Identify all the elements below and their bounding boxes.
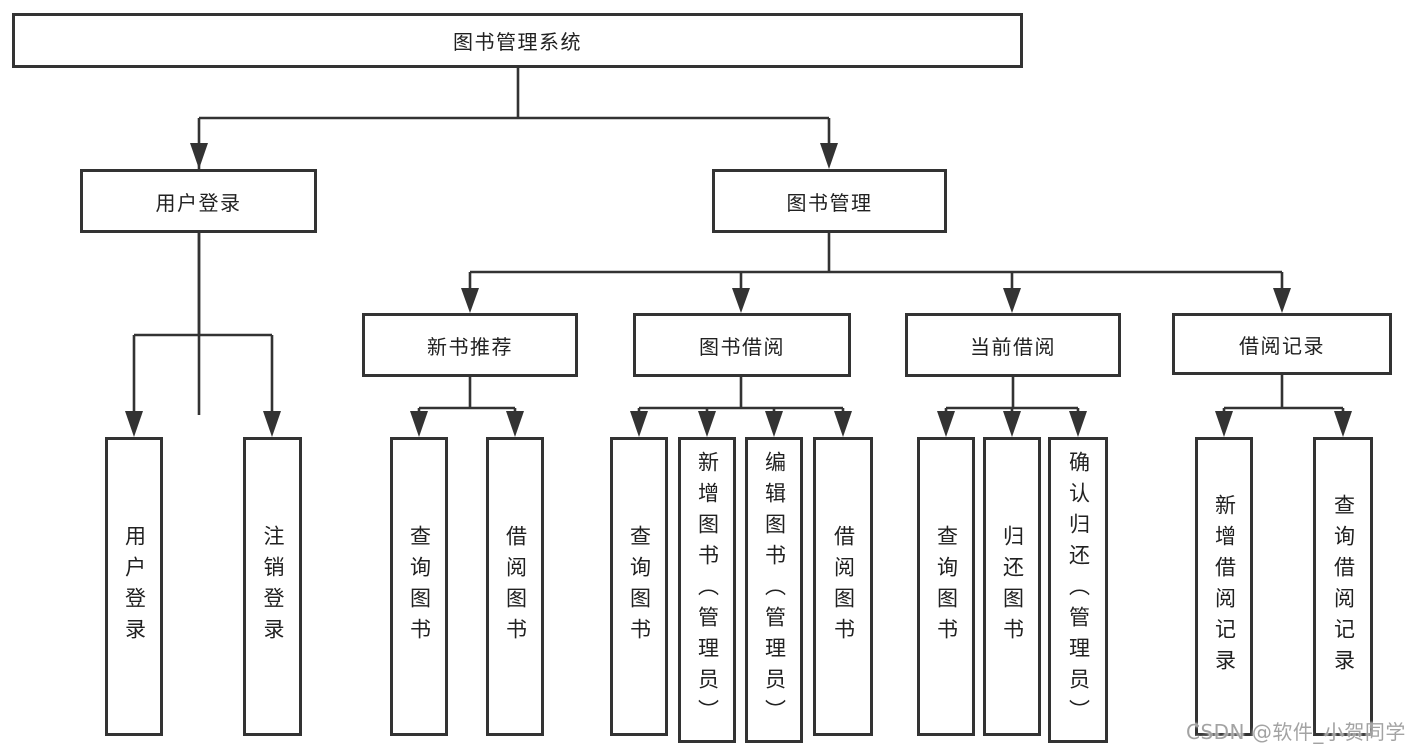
leaf-logout-label: 注销登录	[261, 524, 285, 649]
node-book-mgmt-label: 图书管理	[786, 190, 873, 215]
node-current-borrow-label: 当前借阅	[970, 334, 1056, 359]
leaf-borrow-book: 借阅图书	[813, 437, 873, 736]
leaf-current-confirm-admin-label: 确认归还（管理员）	[1066, 450, 1091, 730]
leaf-newbooks-borrow-label: 借阅图书	[503, 524, 528, 649]
leaf-current-query: 查询图书	[917, 437, 975, 736]
node-book-borrow-label: 图书借阅	[699, 334, 785, 359]
leaf-current-return-label: 归还图书	[1000, 524, 1025, 649]
node-borrow-records: 借阅记录	[1172, 313, 1392, 375]
node-new-books: 新书推荐	[362, 313, 578, 377]
node-new-books-label: 新书推荐	[427, 334, 513, 359]
leaf-borrow-query: 查询图书	[610, 437, 668, 736]
leaf-borrow-edit-admin: 编辑图书（管理员）	[745, 437, 803, 743]
node-root-label: 图书管理系统	[453, 30, 582, 54]
leaf-newbooks-query-label: 查询图书	[407, 524, 432, 649]
leaf-borrow-add-admin-label: 新增图书（管理员）	[695, 450, 720, 730]
watermark: CSDN @软件_小贺同学	[1186, 720, 1405, 744]
node-book-mgmt: 图书管理	[712, 169, 947, 233]
leaf-newbooks-query: 查询图书	[390, 437, 448, 736]
leaf-records-query-label: 查询借阅记录	[1331, 493, 1356, 680]
leaf-borrow-add-admin: 新增图书（管理员）	[678, 437, 736, 743]
node-book-borrow: 图书借阅	[633, 313, 851, 377]
leaf-current-return: 归还图书	[983, 437, 1041, 736]
leaf-user-login: 用户登录	[105, 437, 163, 736]
leaf-records-add: 新增借阅记录	[1195, 437, 1253, 736]
leaf-user-login-label: 用户登录	[122, 524, 147, 649]
node-user-login: 用户登录	[80, 169, 317, 233]
leaf-borrow-query-label: 查询图书	[627, 524, 652, 649]
leaf-logout: 注销登录	[243, 437, 302, 736]
leaf-borrow-edit-admin-label: 编辑图书（管理员）	[762, 450, 787, 730]
leaf-current-confirm-admin: 确认归还（管理员）	[1048, 437, 1108, 743]
leaf-records-add-label: 新增借阅记录	[1212, 493, 1237, 680]
leaf-current-query-label: 查询图书	[934, 524, 959, 649]
leaf-newbooks-borrow: 借阅图书	[486, 437, 544, 736]
leaf-records-query: 查询借阅记录	[1313, 437, 1373, 736]
node-user-login-label: 用户登录	[155, 190, 242, 215]
node-borrow-records-label: 借阅记录	[1239, 333, 1325, 358]
node-current-borrow: 当前借阅	[905, 313, 1121, 377]
node-root: 图书管理系统	[12, 13, 1023, 68]
leaf-borrow-book-label: 借阅图书	[831, 524, 856, 649]
